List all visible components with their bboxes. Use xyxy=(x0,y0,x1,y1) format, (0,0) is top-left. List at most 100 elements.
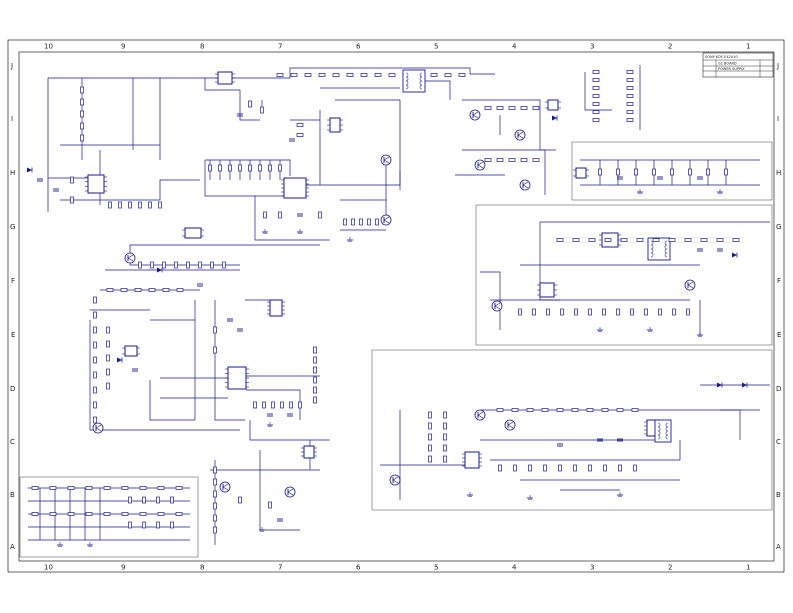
resistor-symbol xyxy=(138,261,142,269)
resistor-symbol xyxy=(443,411,447,419)
resistor-symbol xyxy=(616,308,620,316)
row-label: C xyxy=(776,438,781,446)
row-label: B xyxy=(776,491,781,499)
subcircuit-box-pfc xyxy=(475,204,773,346)
row-label: G xyxy=(776,223,781,231)
transformer-coil xyxy=(657,434,661,440)
wire xyxy=(462,149,546,195)
resistor-symbol xyxy=(375,218,379,226)
resistor-symbol xyxy=(573,464,577,472)
resistor-symbol xyxy=(428,455,432,463)
resistor-symbol xyxy=(158,201,162,209)
resistor-symbol xyxy=(626,102,634,106)
column-labels-top: 10 9 8 7 6 5 4 3 2 1 xyxy=(44,43,750,51)
row-label: A xyxy=(776,543,781,551)
resistor-symbol xyxy=(290,73,298,77)
resistor-symbol xyxy=(543,464,547,472)
resistor-symbol xyxy=(278,211,282,219)
diode-symbol xyxy=(117,357,122,363)
wire xyxy=(720,409,741,440)
resistor-symbol xyxy=(176,288,184,292)
resistor-symbol xyxy=(157,486,165,490)
resistor-symbol xyxy=(630,308,634,316)
resistor-symbol xyxy=(359,218,363,226)
ic-symbol xyxy=(283,177,307,199)
transistor-symbol xyxy=(222,483,229,488)
resistor-symbol xyxy=(700,238,708,242)
transformer-coil xyxy=(419,84,423,90)
transistor-symbol xyxy=(380,214,392,226)
transistor-symbol xyxy=(517,131,524,136)
col-label: 6 xyxy=(356,564,361,572)
resistor-symbol xyxy=(631,408,639,412)
resistor-symbol xyxy=(511,408,519,412)
ic-symbol xyxy=(184,227,202,239)
transistor-symbol xyxy=(519,179,531,191)
resistor-symbol xyxy=(616,168,620,176)
resistor-symbol xyxy=(592,118,600,122)
outer-border xyxy=(7,39,785,573)
resistor-symbol xyxy=(248,164,252,172)
resistor-symbol xyxy=(121,486,129,490)
resistor-symbol xyxy=(588,308,592,316)
transformer-coil xyxy=(650,252,654,258)
resistor-symbol xyxy=(443,433,447,441)
transistor-symbol xyxy=(392,476,399,481)
resistor-symbol xyxy=(31,486,39,490)
resistor-symbol xyxy=(603,464,607,472)
transistor-symbol xyxy=(494,305,501,310)
wire xyxy=(254,196,330,241)
resistor-symbol xyxy=(238,164,242,172)
wire xyxy=(480,271,501,330)
resistor-symbol xyxy=(85,512,93,516)
resistor-symbol xyxy=(106,354,110,362)
resistor-symbol xyxy=(156,521,160,529)
resistor-symbol xyxy=(228,164,232,172)
transformer-symbol xyxy=(647,237,671,261)
resistor-symbol xyxy=(170,521,174,529)
resistor-symbol xyxy=(484,106,492,110)
resistor-symbol xyxy=(732,238,740,242)
resistor-symbol xyxy=(128,201,132,209)
resistor-symbol xyxy=(598,168,602,176)
resistor-symbol xyxy=(238,496,242,504)
resistor-symbol xyxy=(508,158,516,162)
wire xyxy=(335,99,401,190)
wire xyxy=(205,159,291,176)
resistor-symbol xyxy=(626,78,634,82)
resistor-symbol xyxy=(546,308,550,316)
row-labels-right: J I H G F E D C B A xyxy=(776,62,781,551)
transistor-symbol xyxy=(219,481,231,493)
resistor-symbol xyxy=(222,261,226,269)
resistor-symbol xyxy=(604,238,612,242)
transistor-symbol xyxy=(514,129,526,141)
resistor-symbol xyxy=(142,496,146,504)
resistor-symbol xyxy=(142,521,146,529)
ic-symbol xyxy=(303,445,315,459)
transistor-symbol xyxy=(507,424,514,429)
resistor-symbol xyxy=(271,401,275,409)
resistor-symbol xyxy=(428,411,432,419)
resistor-symbol xyxy=(686,308,690,316)
resistor-symbol xyxy=(213,526,217,534)
transistor-symbol xyxy=(383,216,390,221)
subcircuit-box-standby xyxy=(571,141,773,201)
resistor-symbol xyxy=(93,326,97,334)
resistor-symbol xyxy=(652,238,660,242)
inner-frame xyxy=(18,51,775,562)
resistor-symbol xyxy=(280,401,284,409)
resistor-symbol xyxy=(93,311,97,319)
resistor-symbol xyxy=(496,106,504,110)
wire xyxy=(204,160,284,197)
transformer-symbol xyxy=(654,419,672,443)
col-label: 4 xyxy=(512,43,517,51)
resistor-symbol xyxy=(49,486,57,490)
transistor-symbol xyxy=(477,164,484,169)
resistor-symbol xyxy=(618,464,622,472)
resistor-symbol xyxy=(106,288,114,292)
resistor-symbol xyxy=(343,218,347,226)
resistor-symbol xyxy=(428,422,432,430)
resistor-symbol xyxy=(706,168,710,176)
resistor-symbol xyxy=(93,416,97,424)
resistor-symbol xyxy=(120,288,128,292)
